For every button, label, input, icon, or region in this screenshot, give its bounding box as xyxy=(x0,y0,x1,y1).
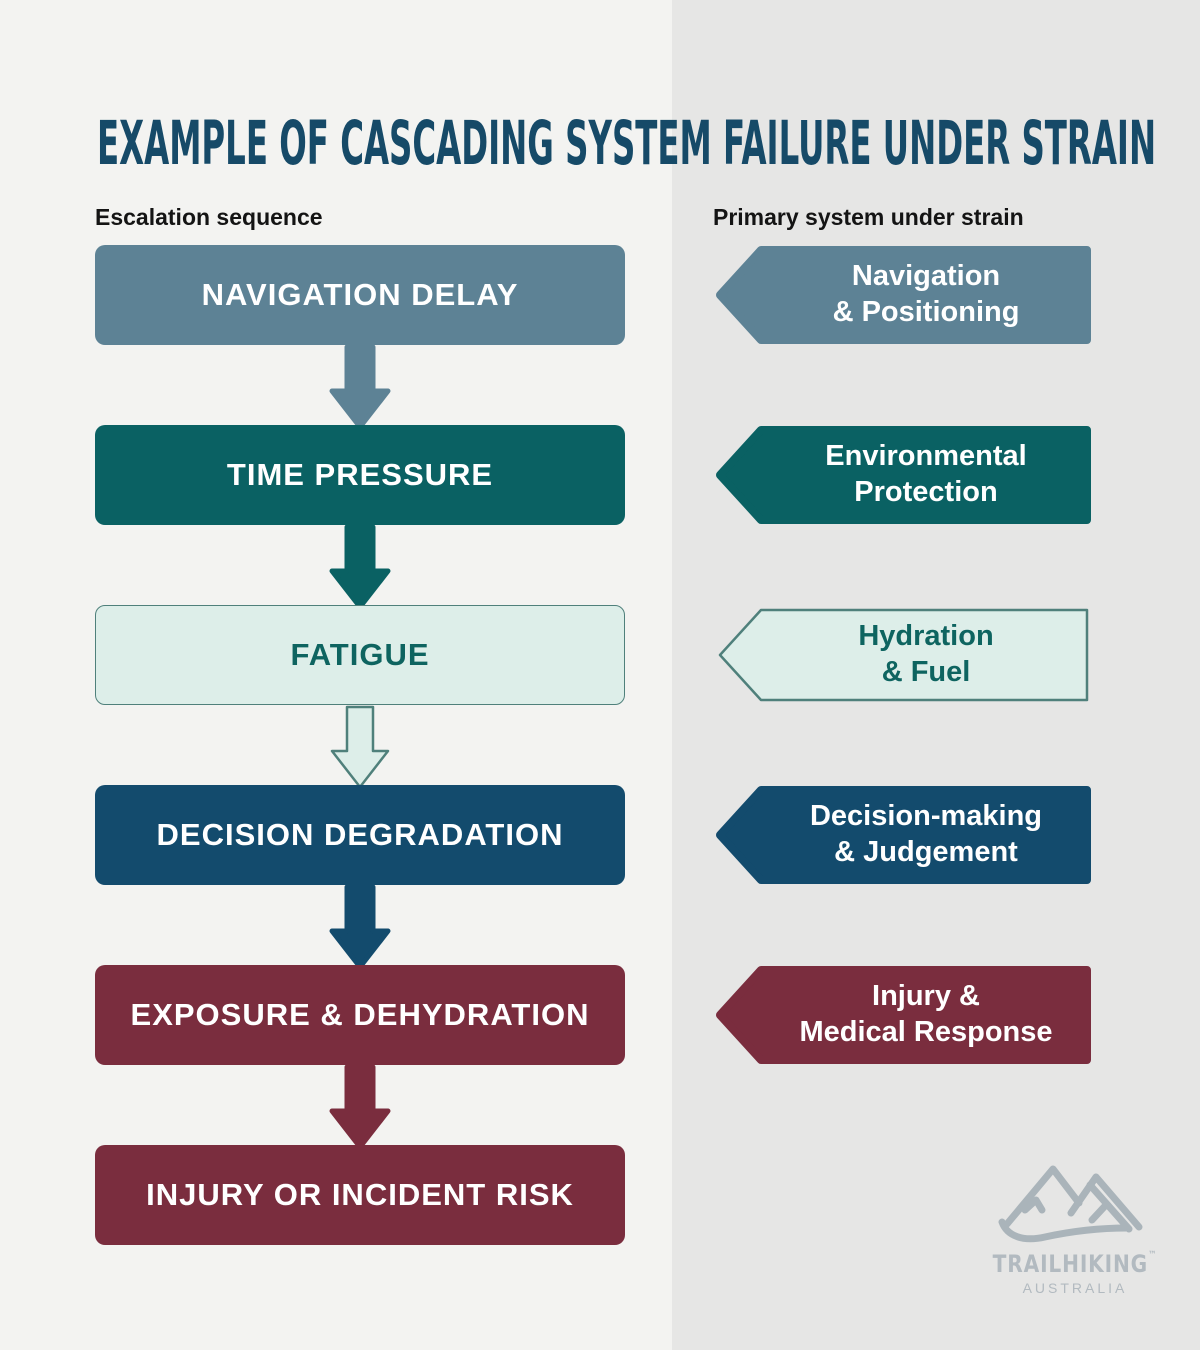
sequence-step-label: EXPOSURE & DEHYDRATION xyxy=(130,997,590,1032)
page-title: EXAMPLE OF CASCADING SYSTEM FAILURE UNDE… xyxy=(97,108,1157,179)
system-arrow: Navigation& Positioning xyxy=(713,245,1095,345)
system-label-line1: Injury & xyxy=(872,980,980,1013)
logo-subtitle-text: AUSTRALIA xyxy=(1022,1280,1128,1296)
system-label-line2: & Positioning xyxy=(832,296,1020,328)
sequence-step: NAVIGATION DELAY xyxy=(95,245,625,345)
system-arrow: Decision-making& Judgement xyxy=(713,785,1095,885)
mountain-icon xyxy=(998,1165,1143,1243)
sequence-step: FATIGUE xyxy=(95,605,625,705)
trailhiking-logo: TRAILHIKING™ AUSTRALIA xyxy=(955,1162,1195,1296)
sequence-step: INJURY OR INCIDENT RISK xyxy=(95,1145,625,1245)
system-label-line1: Hydration xyxy=(858,620,994,653)
sequence-step-label: DECISION DEGRADATION xyxy=(156,817,564,852)
escalation-column-header: Escalation sequence xyxy=(95,204,323,230)
sequence-step: DECISION DEGRADATION xyxy=(95,785,625,885)
flow-arrow-down-icon xyxy=(320,344,400,430)
sequence-step-label: NAVIGATION DELAY xyxy=(201,277,519,312)
trademark-symbol: ™ xyxy=(1148,1250,1158,1261)
sequence-step-label: TIME PRESSURE xyxy=(226,457,494,492)
logo-brand-text: TRAILHIKING™ xyxy=(992,1250,1158,1278)
sequence-step: EXPOSURE & DEHYDRATION xyxy=(95,965,625,1065)
system-arrow: Hydration& Fuel xyxy=(713,605,1095,705)
system-arrow: Injury &Medical Response xyxy=(713,965,1095,1065)
flow-arrow-down-icon xyxy=(320,704,400,790)
system-label-line2: Medical Response xyxy=(799,1016,1053,1048)
system-label-line1: Decision-making xyxy=(809,800,1043,833)
system-label-line2: Protection xyxy=(854,476,998,508)
sequence-step: TIME PRESSURE xyxy=(95,425,625,525)
system-label-line1: Environmental xyxy=(825,440,1027,473)
flow-arrow-down-icon xyxy=(320,884,400,970)
system-label-line1: Navigation xyxy=(851,260,1001,293)
system-label-line2: & Judgement xyxy=(834,836,1018,868)
sequence-step-label: INJURY OR INCIDENT RISK xyxy=(146,1177,574,1212)
sequence-step-label: FATIGUE xyxy=(290,637,430,672)
flow-arrow-down-icon xyxy=(320,1064,400,1150)
flow-arrow-down-icon xyxy=(320,524,400,610)
system-label-line2: & Fuel xyxy=(881,656,971,688)
systems-column-header: Primary system under strain xyxy=(713,204,1024,230)
